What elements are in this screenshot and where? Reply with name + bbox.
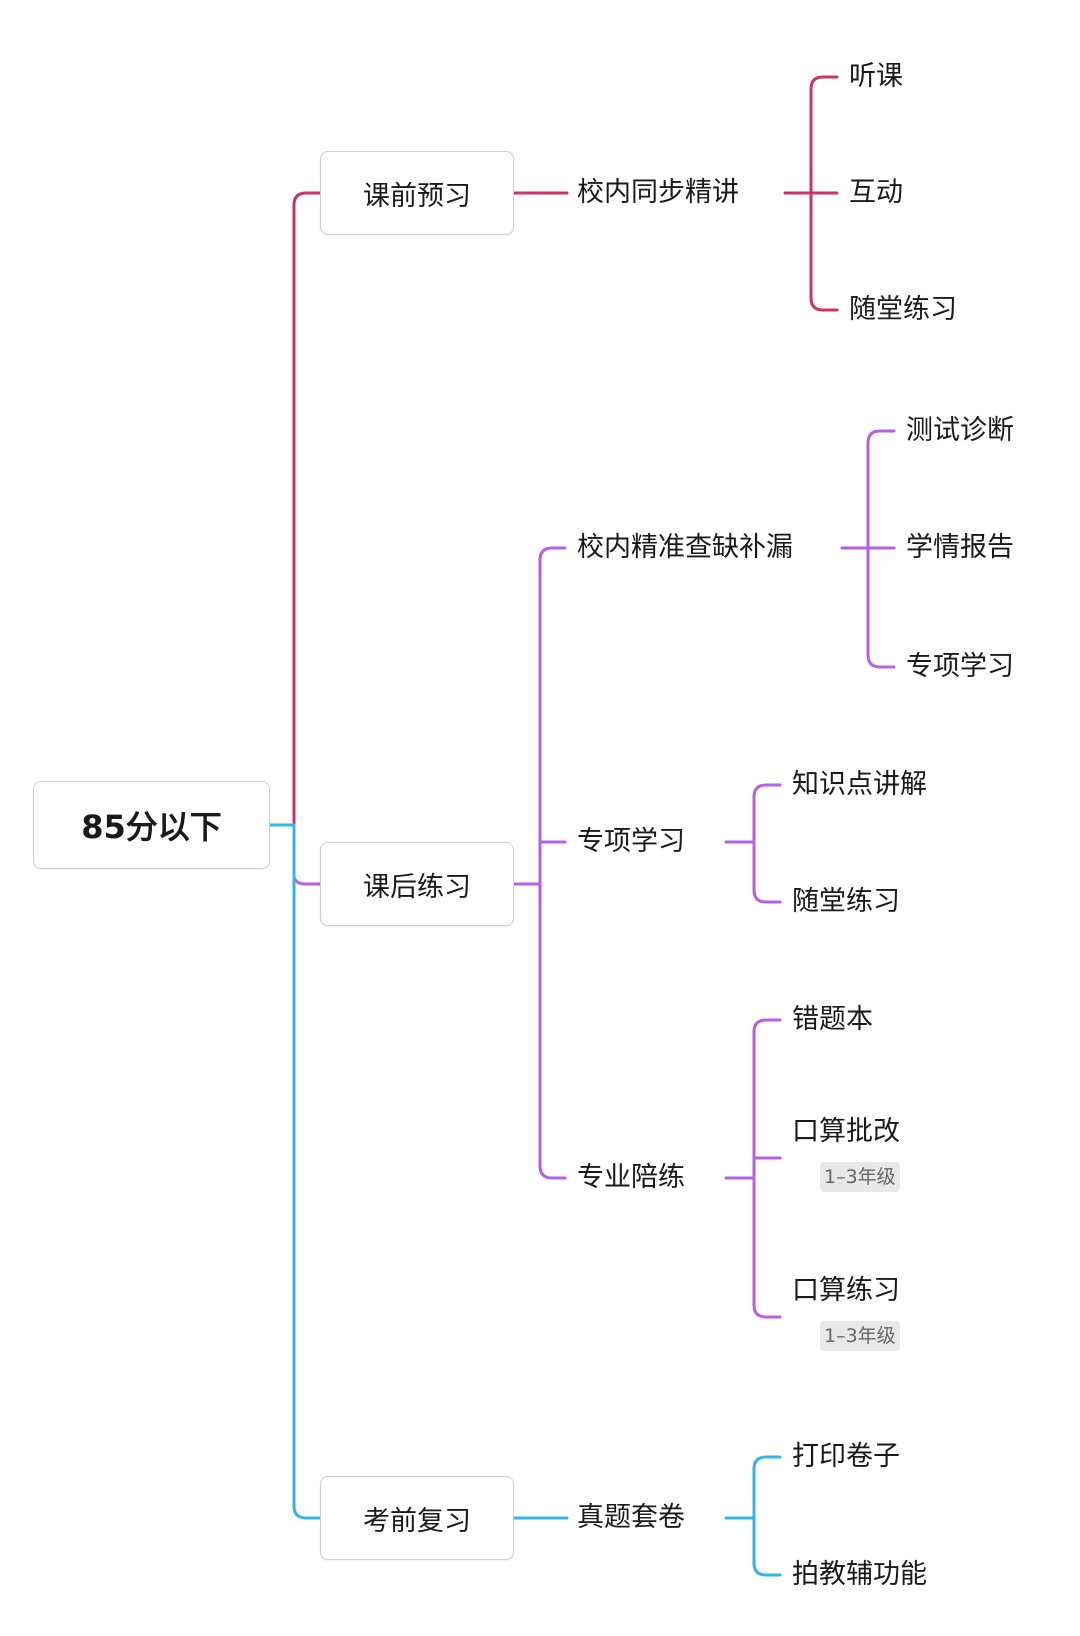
branch-label-preview: 课前预习 [363,180,471,212]
edge-preview-topic-to-items [783,75,839,312]
leaf-node[interactable]: 错题本 [792,1004,873,1035]
grade-tag: 1–3年级 [820,1162,900,1192]
branch-label-review: 考前复习 [363,1505,471,1537]
edge-practice-to-topics [512,546,567,1180]
leaf-node[interactable]: 互动 [849,177,903,208]
edge-topic3-to-items [724,1018,782,1319]
grade-tag: 1–3年级 [820,1321,900,1351]
root-node[interactable]: 85分以下 [33,781,270,869]
edge-topic1-to-items [840,429,896,669]
leaf-node[interactable]: 拍教辅功能 [792,1559,927,1590]
edge-topic2-to-items [724,783,782,904]
branch-node-preview[interactable]: 课前预习 [320,151,514,235]
topic-node[interactable]: 真题套卷 [577,1502,685,1533]
leaf-node[interactable]: 口算练习 [792,1275,900,1306]
leaf-node[interactable]: 知识点讲解 [792,769,927,800]
leaf-node[interactable]: 学情报告 [906,532,1014,563]
edge-root-to-preview [268,191,322,827]
topic-node[interactable]: 校内精准查缺补漏 [577,532,793,563]
branch-label-practice: 课后练习 [363,871,471,903]
edge-root-to-practice [292,823,322,886]
topic-node[interactable]: 专业陪练 [577,1162,685,1193]
edge-root-to-review [268,823,322,1520]
leaf-node[interactable]: 口算批改 [792,1116,900,1147]
root-label: 85分以下 [81,808,222,846]
leaf-node[interactable]: 随堂练习 [849,294,957,325]
leaf-node[interactable]: 测试诊断 [906,415,1014,446]
leaf-node[interactable]: 专项学习 [906,651,1014,682]
topic-node[interactable]: 专项学习 [577,826,685,857]
edge-review-topic-to-items [724,1455,782,1577]
branch-node-practice[interactable]: 课后练习 [320,842,514,926]
branch-node-review[interactable]: 考前复习 [320,1476,514,1560]
leaf-node[interactable]: 打印卷子 [792,1441,900,1472]
leaf-node[interactable]: 随堂练习 [792,886,900,917]
leaf-node[interactable]: 听课 [849,61,903,92]
topic-node[interactable]: 校内同步精讲 [577,177,739,208]
